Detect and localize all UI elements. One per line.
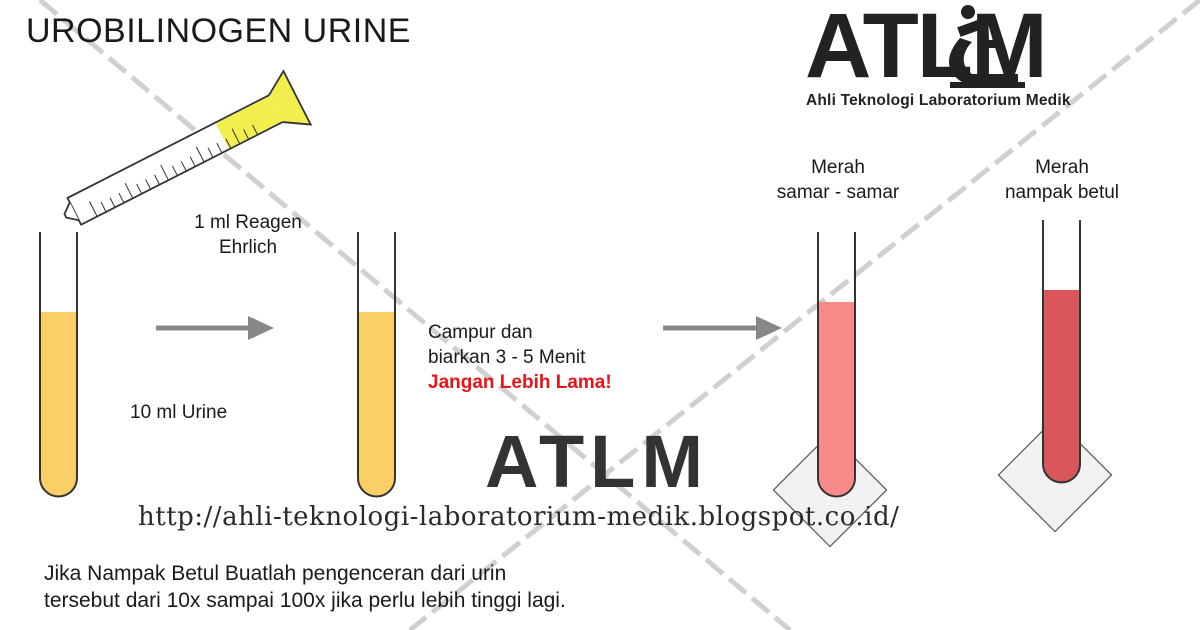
- dilution-note: Jika Nampak Betul Buatlah pengenceran da…: [44, 560, 566, 614]
- pipette-icon: [63, 69, 313, 226]
- watermark-url: http://ahli-teknologi-laboratorium-medik…: [138, 502, 900, 532]
- reagent-label-line2: Ehrlich: [218, 237, 278, 258]
- result-2-line1: Merah: [1035, 157, 1089, 178]
- logo-wordmark: ATLM: [805, 0, 1048, 92]
- arrow-icon-2: [663, 316, 782, 340]
- result-label-1: Merah samar - samar: [748, 155, 928, 205]
- mix-line1: Campur dan: [428, 322, 533, 343]
- mix-line2: biarkan 3 - 5 Menit: [428, 347, 586, 368]
- note-line1: Jika Nampak Betul Buatlah pengenceran da…: [44, 562, 507, 585]
- arrow-icon-1: [156, 316, 274, 340]
- warning-text: Jangan Lebih Lama!: [428, 372, 612, 393]
- logo-subtitle: Ahli Teknologi Laboratorium Medik: [806, 92, 1071, 109]
- reagent-label-line1: 1 ml Reagen: [194, 212, 302, 233]
- watermark-atlm: ATLM: [485, 420, 709, 503]
- urine-label: 10 ml Urine: [130, 402, 228, 423]
- watermark-line-1: [38, 0, 792, 630]
- logo-letters: ATLM: [805, 0, 1048, 97]
- result-1-line2: samar - samar: [776, 182, 900, 203]
- test-tube-result-faint: [817, 232, 856, 498]
- result-label-2: Merah nampak betul: [972, 155, 1152, 205]
- reagent-label: 1 ml Reagen Ehrlich: [178, 210, 318, 260]
- note-line2: tersebut dari 10x sampai 100x jika perlu…: [44, 589, 566, 612]
- result-1-line1: Merah: [811, 157, 865, 178]
- mix-instruction: Campur dan biarkan 3 - 5 Menit Jangan Le…: [428, 320, 612, 395]
- page-title: UROBILINOGEN URINE: [26, 12, 411, 50]
- microscope-logo-icon: [948, 5, 1025, 88]
- test-tube-mixed: [357, 232, 396, 498]
- test-tube-urine: [39, 232, 78, 498]
- result-2-line2: nampak betul: [1004, 182, 1120, 203]
- test-tube-result-clear: [1042, 220, 1081, 484]
- watermark-line-2: [408, 0, 1200, 630]
